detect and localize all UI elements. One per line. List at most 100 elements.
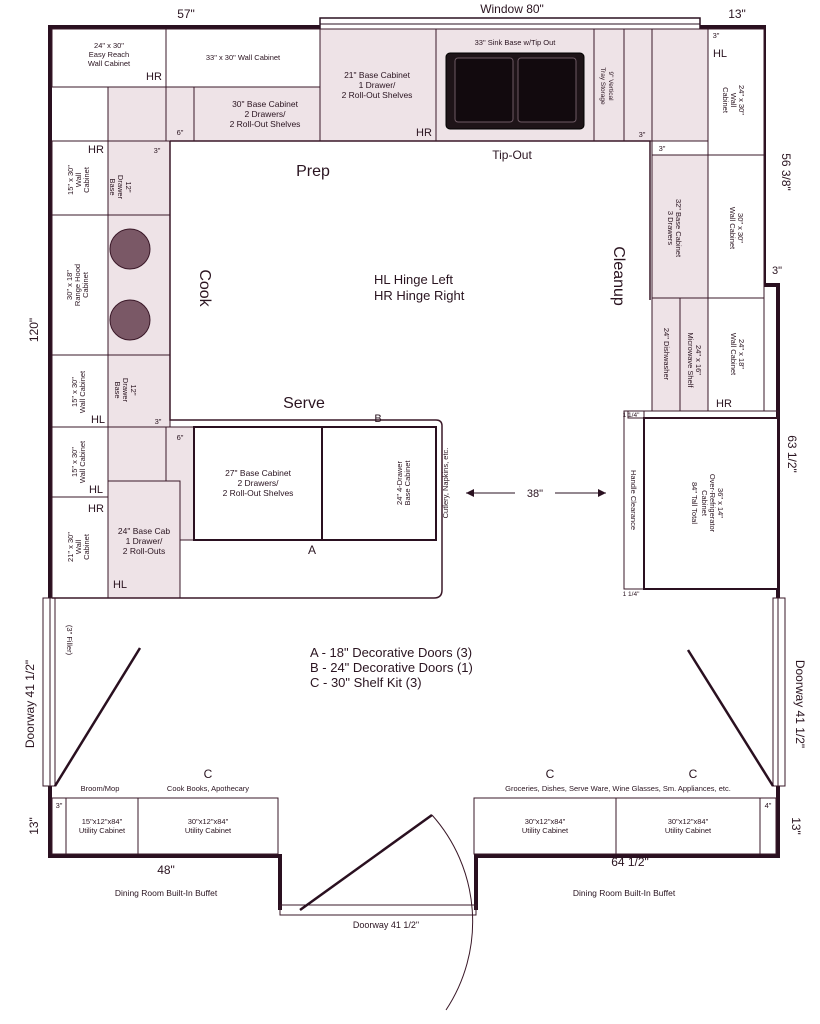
base-27-l2: 2 Drawers/: [237, 478, 279, 488]
dim-left-doorway: Doorway 41 1/2": [23, 660, 37, 748]
burner-1: [109, 228, 151, 270]
base-30-l3: 2 Roll-Out Shelves: [230, 119, 301, 129]
utility-cabinet-30-b: [473, 797, 617, 855]
oven-fridge-l1: 36" x 14": [716, 488, 725, 518]
south-door-swing: [431, 814, 474, 1011]
wall-15-low-l1: 15" x 30": [70, 447, 79, 477]
prep-counter-edge: [170, 140, 651, 300]
wall-cabinet-21-30: [51, 496, 109, 599]
drawer-base-24: [321, 426, 437, 541]
base-32-l1: 32" Base Cabinet: [674, 199, 683, 258]
legend-b: B - 24" Decorative Doors (1): [310, 660, 473, 675]
base-cabinet-30: [193, 86, 337, 142]
wall-24-18-l2: Wall Cabinet: [729, 333, 738, 376]
filler-6-top-label: 6": [177, 128, 184, 137]
groceries-label: Groceries, Dishes, Serve Ware, Wine Glas…: [505, 784, 731, 793]
zone-tipout: Tip-Out: [492, 148, 532, 162]
serve-counter-edge: [52, 141, 443, 599]
dim-right-63: 63 1/2": [785, 435, 799, 473]
hr-mark-4: HR: [88, 503, 104, 515]
dim-top-57: 57": [177, 7, 195, 21]
wall-24-30-l1: 24" x 30": [737, 85, 746, 115]
dim-bottom-right-13: 13": [789, 817, 803, 835]
utility-cabinet-30-a: [137, 797, 279, 855]
base-27-l1: 27" Base Cabinet: [225, 468, 292, 478]
drawer-base-12-top: [107, 140, 171, 216]
wall-cabinet-24-30: [707, 28, 765, 156]
buffet-right-label: Dining Room Built-In Buffet: [573, 888, 676, 898]
filler-3-top-right: [623, 28, 653, 142]
over-refrigerator-cabinet: [643, 417, 779, 590]
oven-fridge-l3: Cabinet: [700, 490, 709, 517]
south-wall-right: [474, 854, 778, 910]
dim-bottom-left-13: 13": [27, 817, 41, 835]
dim-left-120: 120": [27, 318, 41, 342]
utility-15-l1: 15"x12"x84": [82, 817, 123, 826]
south-wall-left: [50, 854, 282, 910]
wall-30-l2: Wall Cabinet: [728, 207, 737, 250]
mark-c-1: C: [204, 767, 213, 781]
mark-b: B: [374, 413, 381, 425]
burner-2: [109, 299, 151, 341]
easy-reach-l1: 24" x 30": [94, 41, 124, 50]
filler-3-top-label: 3": [713, 31, 720, 40]
filler-4-bottom: [759, 797, 777, 855]
tray-l2: Tray Storage: [599, 67, 606, 105]
filler-3-right-label: 3": [659, 144, 666, 153]
easy-reach-l3: Wall Cabinet: [88, 59, 131, 68]
easy-reach-l2: Easy Reach: [89, 50, 129, 59]
filler-3-left-mid: 3": [155, 417, 162, 426]
filler-label: (3" Filler): [65, 625, 74, 656]
utility-30a-l2: Utility Cabinet: [185, 826, 232, 835]
cookbooks-label: Cook Books, Apothecary: [167, 784, 249, 793]
drawer-24-l2: Base Cabinet: [403, 460, 412, 506]
base-24-l3: 2 Roll-Outs: [123, 546, 166, 556]
broom-label: Broom/Mop: [81, 784, 120, 793]
filler-3-tr-label: 3": [639, 130, 646, 139]
base-cabinet-27: [193, 426, 323, 541]
hr-mark-5: HR: [716, 398, 732, 410]
base-30-l2: 2 Drawers/: [244, 109, 286, 119]
mark-a: A: [308, 543, 316, 557]
utility-30c-l1: 30"x12"x84": [668, 817, 709, 826]
north-wall-left: [48, 25, 320, 598]
wall-33-label: 33" x 30" Wall Cabinet: [206, 53, 281, 62]
dim-38: 38": [527, 488, 543, 500]
oven-fridge-l4: 84" Tall Total: [690, 482, 699, 524]
range-hood-l2: Range Hood: [73, 264, 82, 306]
legend-c: C - 30" Shelf Kit (3): [310, 675, 422, 690]
buffet-left-label: Dining Room Built-In Buffet: [115, 888, 218, 898]
filler-6-bottom-label: 6": [177, 433, 184, 442]
dim-right-doorway: Doorway 41 1/2": [793, 660, 807, 748]
utility-30c-l2: Utility Cabinet: [665, 826, 712, 835]
east-doorway-jamb: [772, 597, 786, 787]
base-21-l3: 2 Roll-Out Shelves: [342, 90, 413, 100]
filler-3-left-top: 3": [154, 146, 161, 155]
legend-hinge-right: HR Hinge Right: [374, 288, 465, 303]
hl-mark-2: HL: [91, 414, 105, 426]
drawer-mid-l3: Base: [113, 381, 122, 398]
wall-24-30-l3: Cabinet: [721, 87, 730, 114]
base-24-l1: 24" Base Cab: [118, 526, 170, 536]
corner-base-top-left: [107, 86, 167, 142]
filler-4-bottom-label: 4": [765, 801, 772, 810]
wall-cabinet-15-30-mid: [51, 354, 109, 428]
wall-15-top-l3: Cabinet: [82, 166, 91, 193]
range-hood-l1: 30" x 18": [65, 270, 74, 300]
utility-cabinet-15: [65, 797, 139, 855]
zone-serve: Serve: [283, 395, 325, 412]
south-doorway-jamb: [279, 904, 477, 916]
corner-base-bottom-left: [107, 426, 167, 482]
base-21-l1: 21" Base Cabinet: [344, 70, 411, 80]
microwave-l2: Microwave Shelf: [686, 332, 695, 388]
hl-mark-4: HL: [113, 579, 127, 591]
wall-15-low-l2: Wall Cabinet: [78, 440, 87, 483]
utility-30a-l1: 30"x12"x84": [188, 817, 229, 826]
utility-15-l2: Utility Cabinet: [79, 826, 126, 835]
range-hood-cabinet: [51, 214, 109, 356]
filler-3-bottom-label: 3": [56, 801, 63, 810]
base-cabinet-24: [107, 480, 181, 599]
dim-right-56: 56 3/8": [779, 153, 793, 191]
wall-24-30-l2: Wall: [729, 93, 738, 108]
